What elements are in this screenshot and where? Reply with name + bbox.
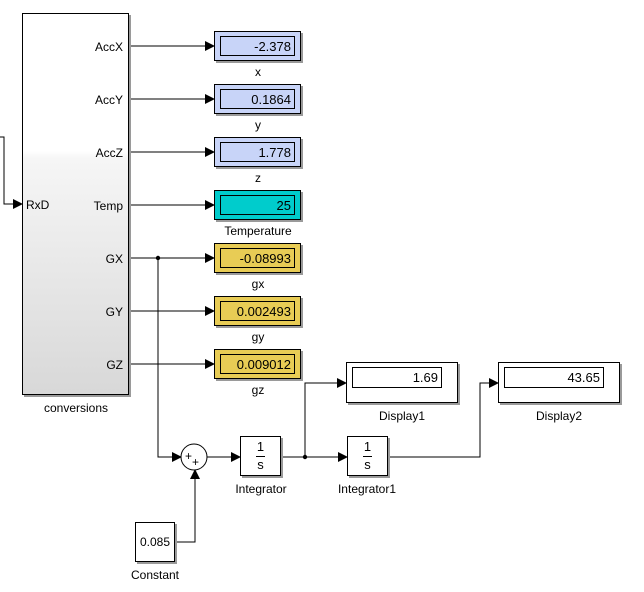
branch-point (302, 454, 308, 460)
integrator1-label: Integrator1 (337, 482, 397, 496)
display-gx[interactable]: -0.08993 (214, 243, 301, 273)
display-temperature-label: Temperature (224, 224, 292, 238)
display-z-label: z (255, 171, 261, 185)
display2[interactable]: 43.65 (498, 362, 620, 403)
wire-rxd-in (0, 136, 23, 209)
display-z-value: 1.778 (220, 142, 295, 162)
constant-label: Constant (130, 568, 180, 582)
wire-display2 (388, 378, 499, 458)
display-x-label: x (255, 65, 261, 79)
display1-label: Display1 (378, 409, 426, 423)
port-rxd: RxD (26, 198, 50, 212)
branch-point (155, 255, 161, 261)
port-accy: AccY (94, 93, 123, 107)
integrator-label: Integrator (235, 482, 287, 496)
display-z[interactable]: 1.778 (214, 137, 301, 167)
display-y-label: y (255, 118, 261, 132)
display-y[interactable]: 0.1864 (214, 84, 301, 114)
conversions-label: conversions (43, 401, 109, 415)
port-gx: GX (105, 252, 123, 266)
fraction-bar (363, 456, 372, 457)
constant-value: 0.085 (139, 535, 171, 549)
wire-constant (175, 469, 200, 543)
port-gy: GY (105, 305, 123, 319)
integrator1-denominator: s (364, 457, 371, 472)
display-gx-label: gx (251, 277, 265, 291)
port-accz: AccZ (95, 146, 123, 160)
port-gz: GZ (106, 358, 123, 372)
display-x[interactable]: -2.378 (214, 31, 301, 61)
sum-sign-1: + (185, 449, 192, 463)
display-gy-value: 0.002493 (220, 301, 295, 321)
display-gz-label: gz (251, 383, 265, 397)
display-y-value: 0.1864 (220, 89, 295, 109)
display-gy[interactable]: 0.002493 (214, 296, 301, 326)
display2-label: Display2 (535, 409, 583, 423)
wire-gx-branch (157, 258, 182, 462)
display-gy-label: gy (251, 330, 265, 344)
display-gz[interactable]: 0.009012 (214, 349, 301, 379)
sum-sign-2: + (192, 455, 199, 469)
integrator-numerator: 1 (256, 439, 265, 454)
display-temperature-value: 25 (220, 195, 295, 215)
constant-block[interactable]: 0.085 (135, 522, 175, 562)
display-temperature[interactable]: 25 (214, 190, 301, 220)
display1-value: 1.69 (352, 367, 442, 388)
display-x-value: -2.378 (220, 36, 295, 56)
display1[interactable]: 1.69 (346, 362, 458, 403)
sum-block (180, 443, 208, 471)
display2-value: 43.65 (504, 367, 604, 388)
fraction-bar (256, 456, 265, 457)
port-temp: Temp (93, 199, 123, 213)
integrator-block[interactable]: 1 s (240, 436, 281, 476)
conversions-subsystem[interactable]: RxD AccX AccY AccZ Temp GX GY GZ (22, 13, 129, 395)
display-gz-value: 0.009012 (220, 354, 295, 374)
integrator1-block[interactable]: 1 s (347, 436, 388, 476)
integrator1-numerator: 1 (363, 439, 372, 454)
port-accx: AccX (94, 40, 123, 54)
wire-display1 (304, 378, 347, 457)
integrator-denominator: s (257, 457, 264, 472)
display-gx-value: -0.08993 (220, 248, 295, 268)
